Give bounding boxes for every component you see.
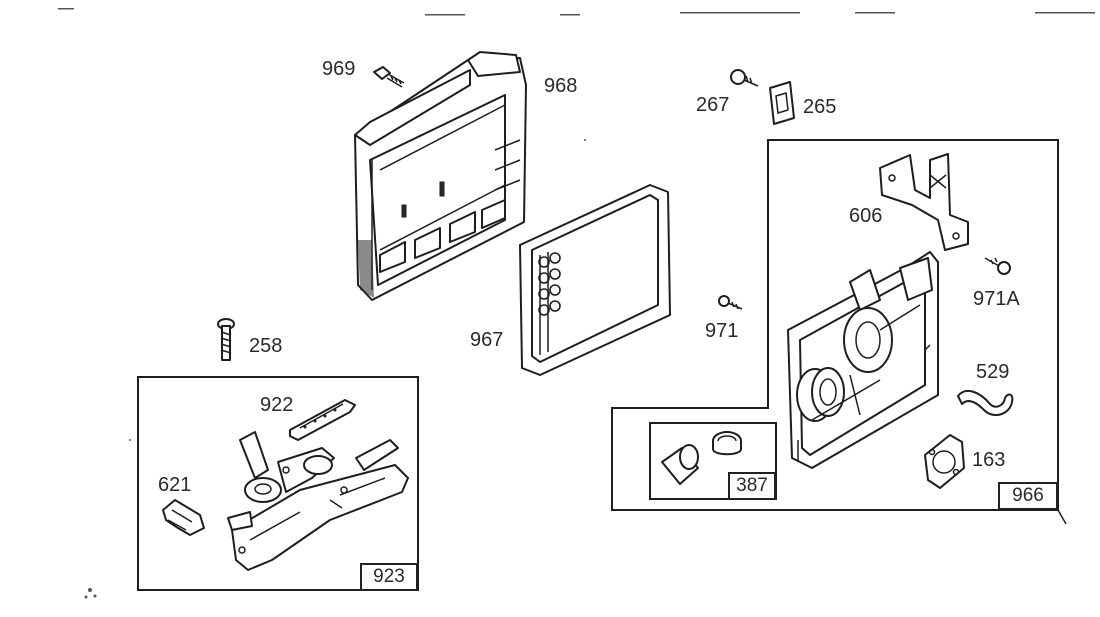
- scan-noise: [58, 8, 1095, 599]
- box-923-outline: [137, 376, 419, 591]
- label-621: 621: [158, 474, 192, 496]
- label-969: 969: [322, 58, 356, 80]
- label-968: 968: [544, 75, 578, 97]
- assembly-label-387: 387: [728, 472, 776, 500]
- label-267: 267: [696, 94, 730, 116]
- label-606: 606: [849, 205, 883, 227]
- part-969-screw: [373, 66, 405, 88]
- part-governor-assembly: [227, 431, 409, 571]
- part-267-screw: [730, 69, 759, 87]
- leader-966: [1057, 509, 1067, 525]
- part-529-link: [957, 389, 1014, 417]
- part-922-link: [289, 399, 356, 441]
- assembly-label-923: 923: [360, 563, 418, 591]
- assembly-label-966: 966: [998, 482, 1058, 510]
- part-163-gasket: [924, 434, 965, 489]
- label-529: 529: [976, 361, 1010, 383]
- label-265: 265: [803, 96, 837, 118]
- label-163: 163: [972, 449, 1006, 471]
- label-922: 922: [260, 394, 294, 416]
- part-carburetor-body: [787, 251, 939, 469]
- label-971a: 971A: [973, 288, 1020, 310]
- part-967-filter: [519, 184, 671, 376]
- label-971: 971: [705, 320, 739, 342]
- box-387-outline: [649, 422, 777, 500]
- part-621-clip: [162, 499, 205, 536]
- part-258-screw: [217, 318, 235, 361]
- label-967: 967: [470, 329, 504, 351]
- part-971a-screw: [984, 257, 1011, 275]
- label-258: 258: [249, 335, 283, 357]
- box-966-outline: [611, 139, 1059, 511]
- part-968-air-cleaner-base: [354, 51, 527, 301]
- part-971-screw: [718, 295, 743, 310]
- part-265-clip: [769, 81, 795, 125]
- part-387-bushing: [661, 431, 742, 485]
- part-606-bracket: [879, 153, 969, 251]
